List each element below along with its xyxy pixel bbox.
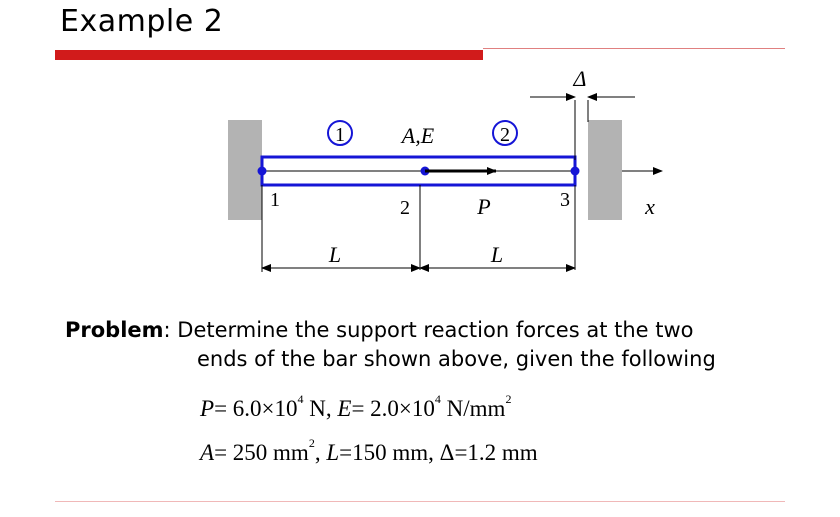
given-e-unit-exponent: 2 bbox=[505, 392, 512, 407]
given-e-value: = 2.0×10 bbox=[351, 396, 435, 421]
slide-title: Example 2 bbox=[60, 4, 224, 39]
length-1-label: L bbox=[328, 242, 341, 267]
problem-statement: Problem: Determine the support reaction … bbox=[65, 316, 716, 374]
title-underline-bar bbox=[55, 50, 483, 60]
given-a-value: = 250 mm bbox=[214, 440, 309, 465]
node-1-label: 1 bbox=[270, 189, 280, 211]
given-values-line-1: P= 6.0×104 N, E= 2.0×104 N/mm2 bbox=[200, 392, 511, 422]
bar-diagram: 1 2 A,E 1 2 3 P x Δ L L bbox=[228, 66, 663, 272]
given-l-symbol: L bbox=[326, 440, 340, 465]
problem-line-2: ends of the bar shown above, given the f… bbox=[197, 347, 716, 371]
right-wall bbox=[588, 120, 622, 220]
node-1-dot bbox=[257, 166, 267, 176]
given-p-value: = 6.0×10 bbox=[214, 396, 298, 421]
given-delta-value: =1.2 mm bbox=[454, 440, 538, 465]
given-a-exponent: 2 bbox=[308, 436, 315, 451]
title-underline-line bbox=[483, 48, 785, 49]
load-label: P bbox=[476, 194, 490, 219]
problem-label: Problem bbox=[65, 318, 164, 342]
footer-line bbox=[55, 501, 785, 502]
given-e-symbol: E bbox=[337, 396, 352, 421]
x-axis-label: x bbox=[644, 194, 655, 219]
length-2-label: L bbox=[490, 242, 503, 267]
node-3-dot bbox=[570, 166, 580, 176]
node-3-label: 3 bbox=[560, 189, 570, 211]
properties-label: A,E bbox=[400, 123, 435, 148]
given-p-unit: N, bbox=[303, 396, 332, 421]
gap-label: Δ bbox=[573, 66, 587, 91]
element-2-label: 2 bbox=[500, 124, 510, 146]
given-a-comma: , bbox=[314, 440, 321, 465]
given-e-exponent: 4 bbox=[434, 392, 441, 407]
element-1-label: 1 bbox=[335, 124, 345, 146]
given-values-line-2: A= 250 mm2, L=150 mm, Δ=1.2 mm bbox=[200, 436, 538, 466]
given-e-unit: N/mm bbox=[440, 396, 506, 421]
problem-line-1: : Determine the support reaction forces … bbox=[163, 318, 694, 342]
given-p-exponent: 4 bbox=[297, 392, 304, 407]
left-wall bbox=[228, 120, 262, 220]
given-p-symbol: P bbox=[200, 396, 215, 421]
given-a-symbol: A bbox=[200, 440, 215, 465]
node-2-label: 2 bbox=[400, 197, 410, 219]
element-1-circle bbox=[327, 120, 353, 146]
given-l-value: =150 mm, bbox=[339, 440, 434, 465]
element-2-circle bbox=[492, 120, 518, 146]
given-delta-symbol: Δ bbox=[439, 440, 455, 465]
